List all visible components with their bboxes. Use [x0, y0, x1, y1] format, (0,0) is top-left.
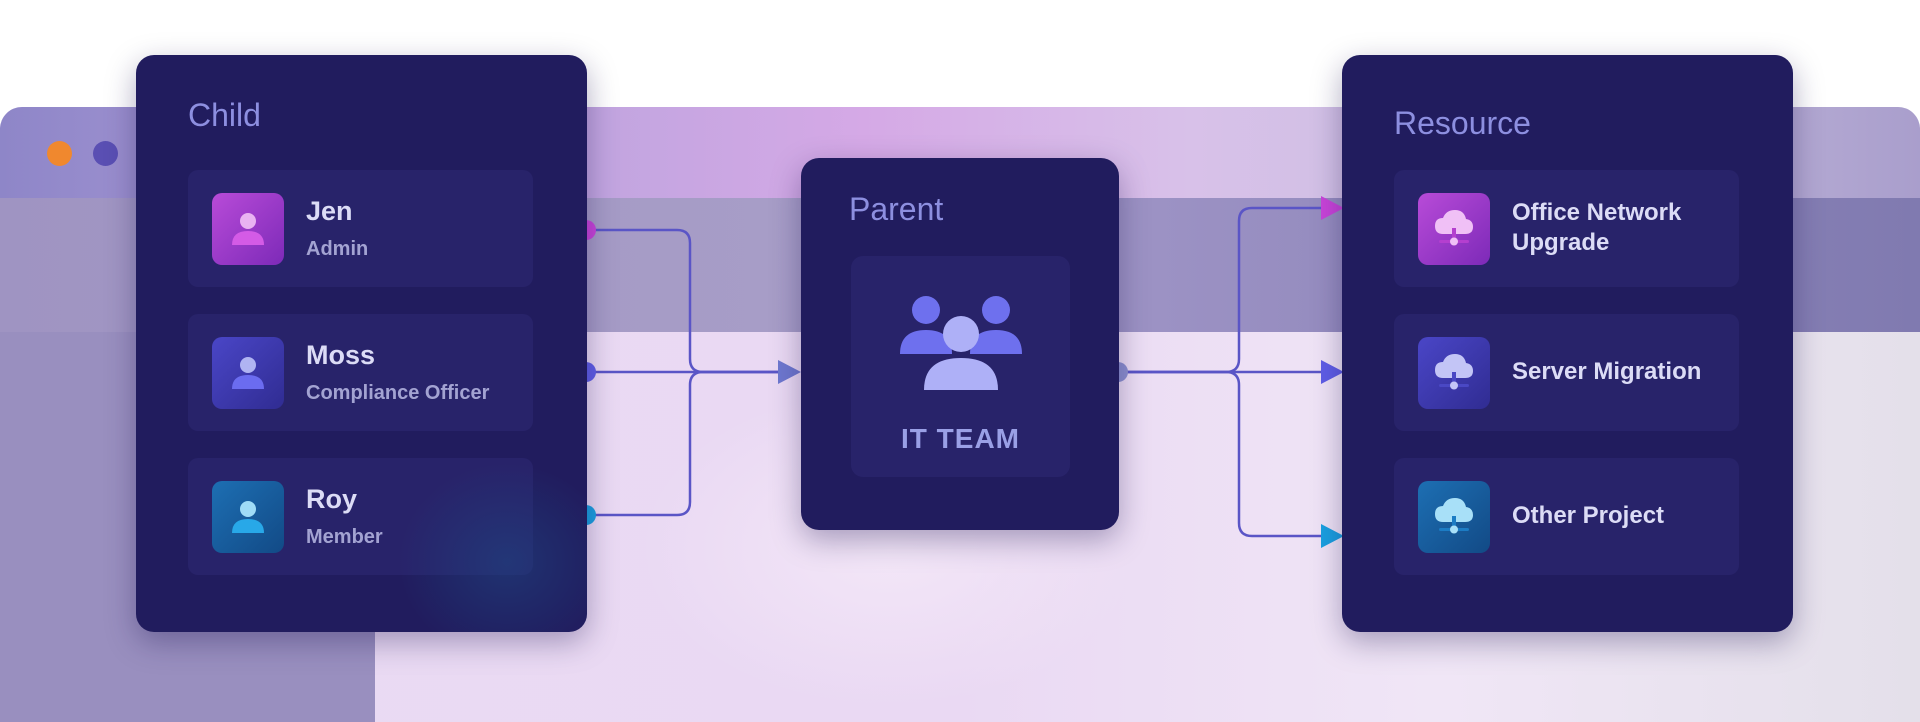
- resource-card-other-project[interactable]: Other Project: [1394, 458, 1739, 575]
- connector-parent-office: [1118, 206, 1326, 374]
- other-arrowhead: [1321, 524, 1344, 548]
- member-name: Moss: [306, 340, 376, 370]
- child-panel: Child Jen Admin Moss Compliance Officer …: [136, 55, 587, 632]
- resource-name: Server Migration: [1512, 358, 1702, 385]
- member-name: Jen: [306, 196, 353, 226]
- team-label: IT TEAM: [901, 423, 1020, 454]
- member-card-roy[interactable]: Roy Member: [188, 458, 533, 575]
- parent-panel: Parent IT TEAM: [801, 158, 1119, 530]
- member-role: Admin: [306, 238, 369, 260]
- child-panel-title: Child: [188, 97, 261, 133]
- member-card-moss[interactable]: Moss Compliance Officer: [188, 314, 533, 431]
- parent-arrowhead: [778, 360, 801, 384]
- member-role: Compliance Officer: [306, 382, 490, 404]
- parent-panel-title: Parent: [849, 191, 944, 227]
- window-control-orange[interactable]: [47, 141, 72, 166]
- office-arrowhead: [1321, 196, 1344, 220]
- resource-panel-title: Resource: [1394, 105, 1531, 141]
- resource-name-line1: Office Network: [1512, 199, 1682, 226]
- cloud-network-icon: [1418, 337, 1490, 409]
- server-arrowhead: [1321, 360, 1344, 384]
- user-icon: [212, 193, 284, 265]
- user-icon: [212, 481, 284, 553]
- member-role: Member: [306, 526, 383, 548]
- window-control-purple[interactable]: [93, 141, 118, 166]
- resource-card-server-migration[interactable]: Server Migration: [1394, 314, 1739, 431]
- member-card-jen[interactable]: Jen Admin: [188, 170, 533, 287]
- user-icon: [212, 337, 284, 409]
- resource-panel: Resource Office Network Upgrade Server M…: [1342, 55, 1793, 632]
- resource-name-line2: Upgrade: [1512, 229, 1610, 256]
- cloud-network-icon: [1418, 193, 1490, 265]
- team-icon: [900, 296, 1022, 390]
- team-card[interactable]: IT TEAM: [851, 256, 1070, 477]
- resource-name: Other Project: [1512, 502, 1665, 529]
- connector-parent-other: [1118, 370, 1326, 538]
- connector-roy-parent: [586, 370, 785, 517]
- cloud-network-icon: [1418, 481, 1490, 553]
- member-name: Roy: [306, 484, 358, 514]
- resource-card-office-network[interactable]: Office Network Upgrade: [1394, 170, 1739, 287]
- connector-jen-parent: [586, 228, 785, 374]
